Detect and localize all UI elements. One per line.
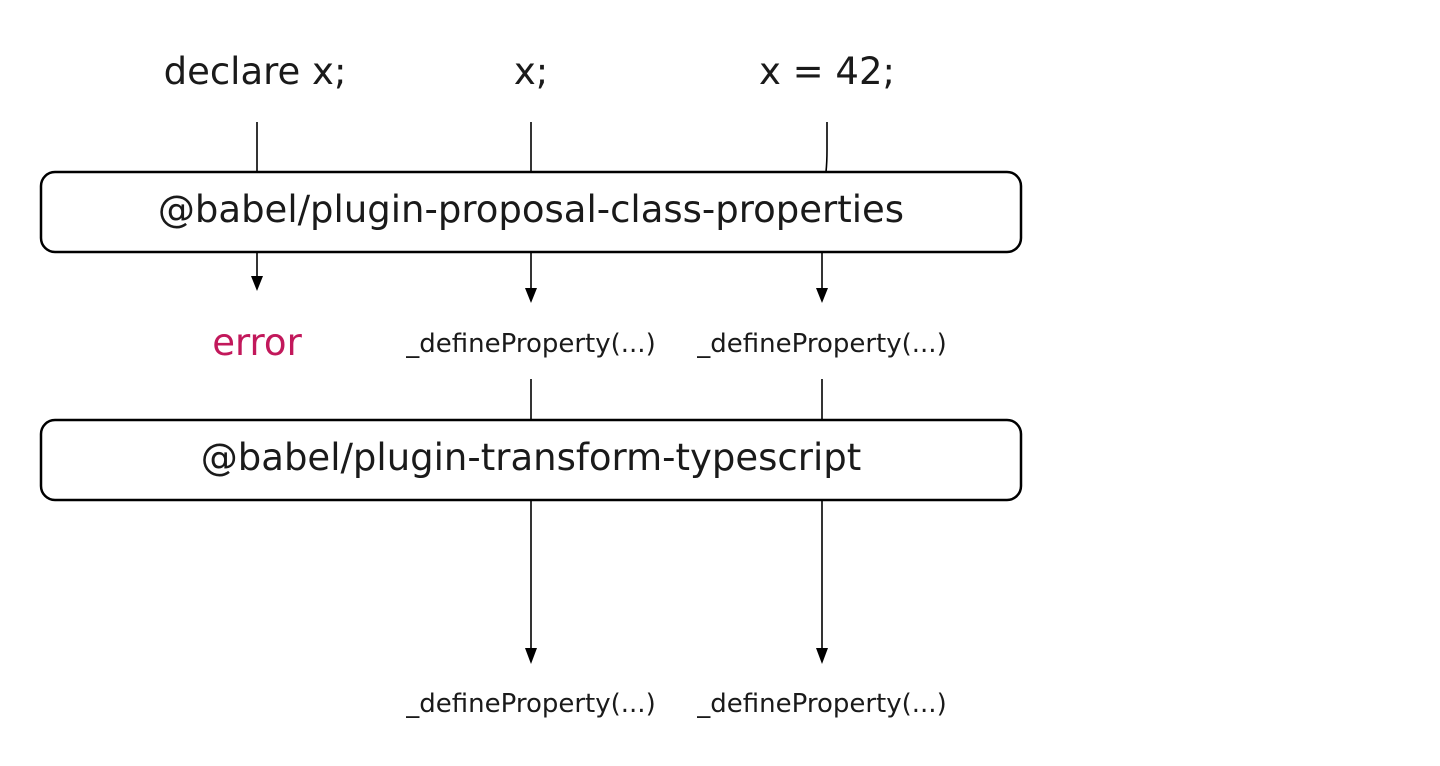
input-x-equals-42: x = 42; [759,50,895,93]
transform-typescript-plugin-label: @babel/plugin-transform-typescript [201,436,861,479]
intermediate-define-property-1: _defineProperty(...) [405,329,655,359]
arrowhead-to-define-1 [525,288,537,303]
intermediate-define-property-2: _defineProperty(...) [696,329,946,359]
arrowhead-to-output-1 [525,648,537,664]
output-define-property-2: _defineProperty(...) [696,689,946,719]
class-properties-plugin-label: @babel/plugin-proposal-class-properties [158,188,904,231]
arrowhead-to-output-2 [816,648,828,664]
input-x: x; [514,50,548,93]
output-define-property-1: _defineProperty(...) [405,689,655,719]
arrowhead-to-define-2 [816,288,828,303]
input-declare-x: declare x; [164,50,347,93]
arrowhead-to-error [251,276,263,291]
error-result: error [212,321,302,364]
edge-assign-to-class-properties [825,122,828,173]
